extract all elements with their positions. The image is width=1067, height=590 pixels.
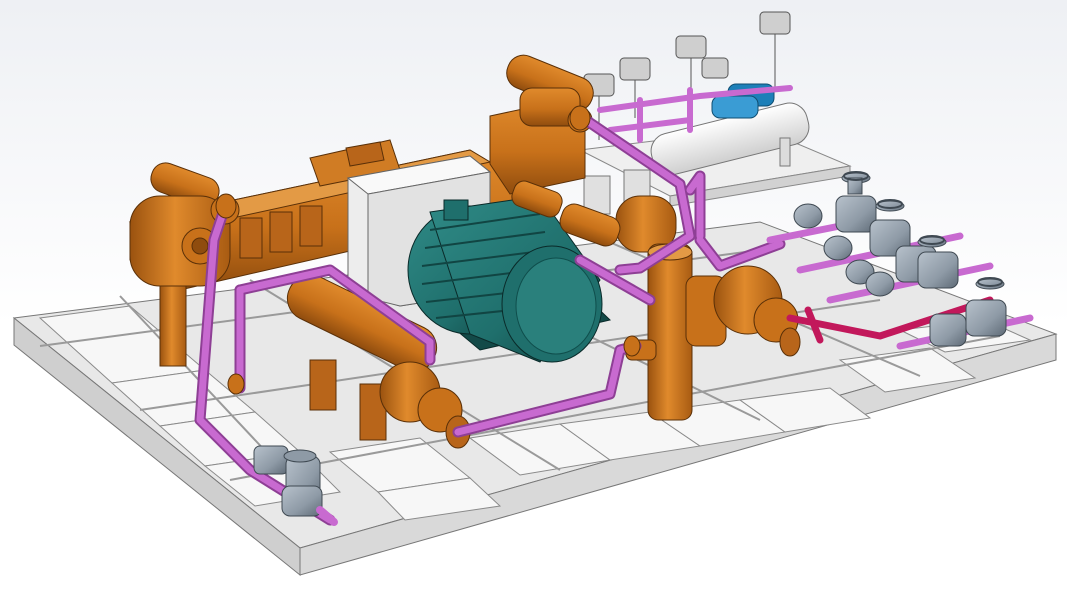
gate-valve [253,445,338,526]
gate-valve [793,171,1007,347]
gas-cooler [286,274,471,449]
separator-vessel [625,243,801,421]
electric-motor [407,195,612,363]
process-piping [194,110,1034,526]
instrument-skid [578,11,852,215]
pipe-flange [215,105,641,395]
pulsation-dampener [511,180,677,253]
